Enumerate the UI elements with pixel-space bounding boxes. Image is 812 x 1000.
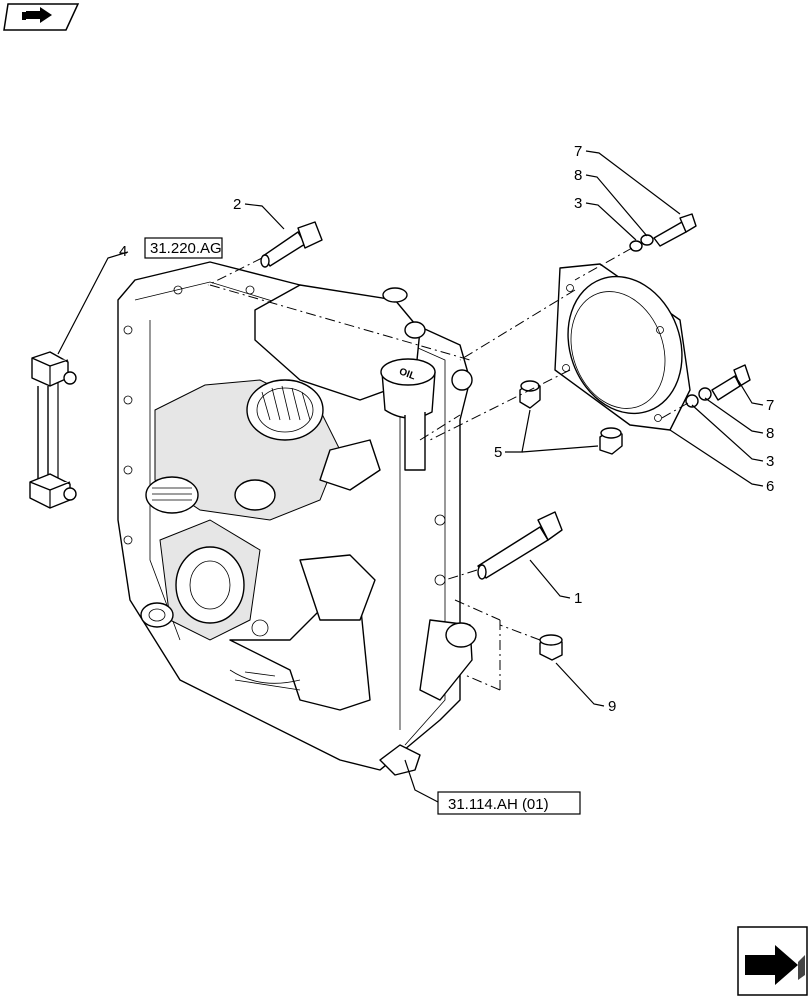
plug-part-9 [539,634,563,661]
level-gauge-part [29,351,77,509]
leader-lines [57,150,764,803]
reference-link-bottom[interactable]: 31.114.AH (01) [448,796,549,813]
lower-mechanism [140,519,477,711]
callout-9: 9 [608,698,616,715]
callout-1: 1 [574,590,582,607]
reference-box-top[interactable]: 31.220.AG [144,237,223,259]
alignment-lines [207,247,689,691]
book-arrow-icon[interactable] [3,3,80,31]
callout-3-top: 3 [574,195,582,212]
gearbox-housing: OIL [117,261,477,776]
callout-2: 2 [233,196,241,213]
bolt-part-2 [260,221,323,268]
callout-3-right: 3 [766,453,774,470]
callout-8-right: 8 [766,425,774,442]
callout-labels: 2 4 7 8 3 5 7 8 3 6 1 9 [119,143,774,715]
reference-box-bottom[interactable]: 31.114.AH (01) [437,791,581,815]
callout-8-top: 8 [574,167,582,184]
callout-7-top: 7 [574,143,582,160]
callout-6: 6 [766,478,774,495]
bolt-part-1 [477,511,563,580]
oil-filler-cap: OIL [380,358,436,471]
gear-assembly [145,379,381,521]
next-page-arrow-icon[interactable] [737,926,808,996]
callout-7-right: 7 [766,397,774,414]
screw-washer-set-right [685,364,751,408]
reference-link-top[interactable]: 31.220.AG [150,240,222,257]
callout-5: 5 [494,444,502,461]
callout-4: 4 [119,243,127,260]
cover-plate-part-6 [554,263,691,431]
dowel-part-5 [519,380,623,455]
screw-washer-set-top [629,213,697,252]
oil-label: OIL [397,366,416,382]
